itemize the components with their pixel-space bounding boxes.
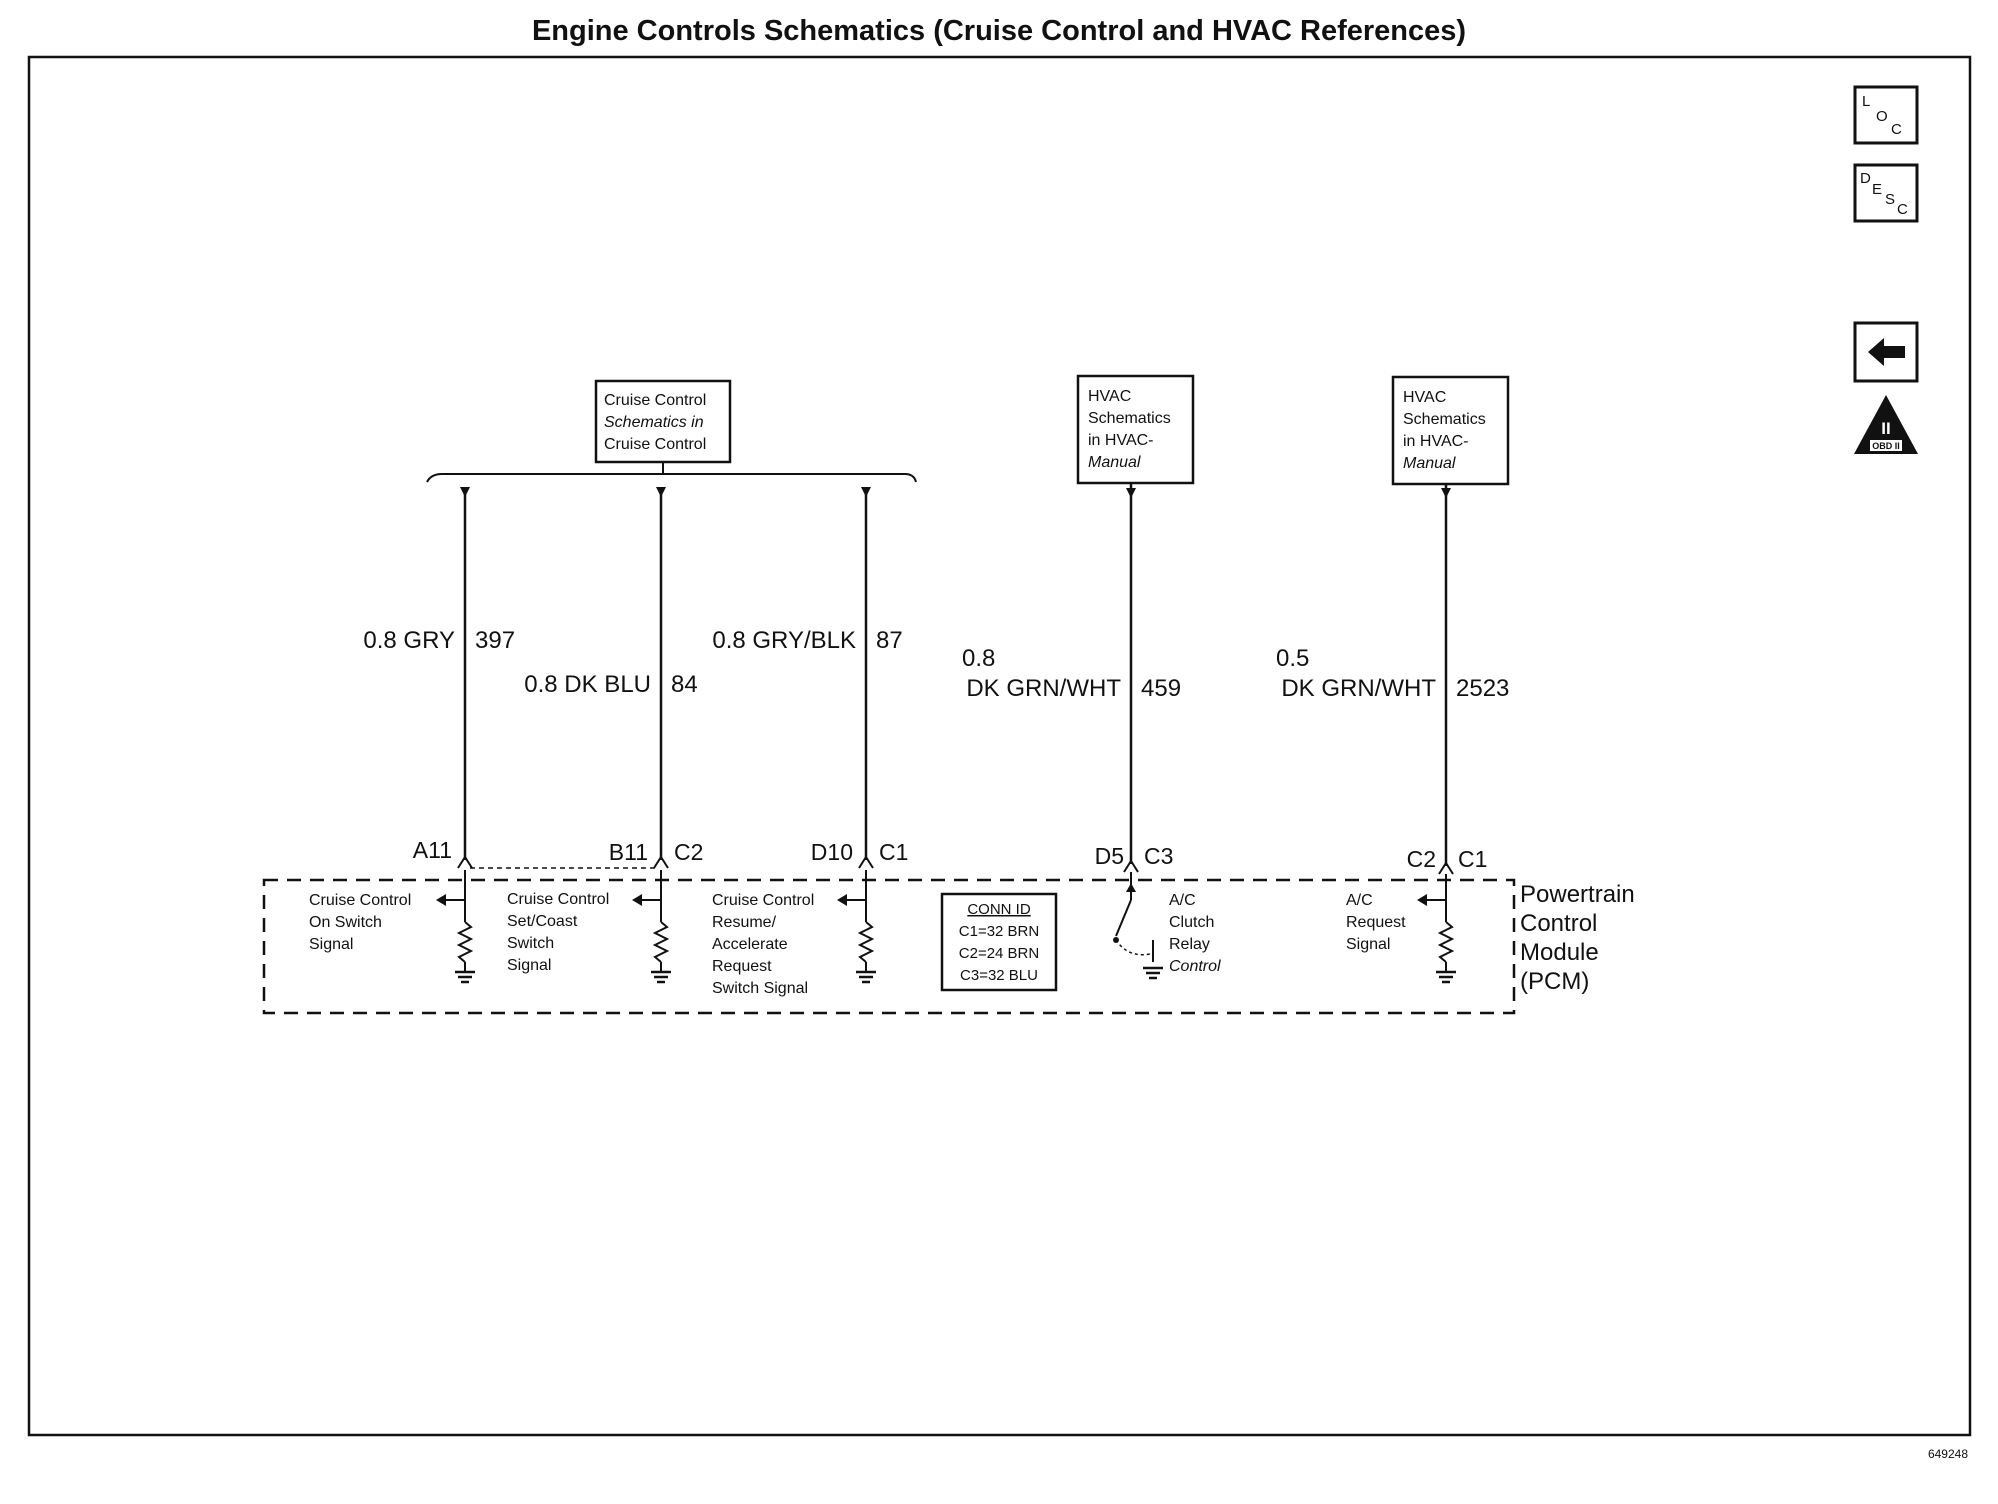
circuit-ac-request: A/C Request Signal <box>1346 874 1458 984</box>
svg-text:Cruise Control: Cruise Control <box>309 892 411 909</box>
svg-text:in HVAC-: in HVAC- <box>1403 433 1469 450</box>
svg-text:D10: D10 <box>811 839 853 865</box>
circuit-ac-clutch-relay: A/C Clutch Relay Control <box>1113 872 1221 980</box>
pcm-boundary <box>262 878 1516 1015</box>
svg-text:Schematics: Schematics <box>1088 410 1171 427</box>
svg-text:Signal: Signal <box>507 957 551 974</box>
svg-text:Cruise Control: Cruise Control <box>604 392 706 409</box>
svg-text:S: S <box>1885 191 1895 208</box>
svg-text:Signal: Signal <box>1346 936 1390 953</box>
svg-text:II: II <box>1881 419 1890 438</box>
cruise-control-reference-box: Cruise Control Schematics in Cruise Cont… <box>594 379 732 464</box>
conn-id-table: CONN ID C1=32 BRN C2=24 BRN C3=32 BLU <box>940 892 1058 992</box>
page-title: Engine Controls Schematics (Cruise Contr… <box>532 15 1466 47</box>
circuit-cruise-on-switch: Cruise Control On Switch Signal <box>309 870 477 984</box>
svg-text:(PCM): (PCM) <box>1520 968 1589 995</box>
svg-text:C1: C1 <box>1458 846 1487 872</box>
svg-text:Cruise Control: Cruise Control <box>507 891 609 908</box>
svg-text:Switch Signal: Switch Signal <box>712 980 808 997</box>
svg-text:C2: C2 <box>1407 846 1436 872</box>
obd-ii-icon[interactable]: II OBD II <box>1854 395 1918 454</box>
svg-text:Signal: Signal <box>309 936 353 953</box>
svg-text:Switch: Switch <box>507 935 554 952</box>
figure-id: 649248 <box>1928 1447 1968 1461</box>
hvac-reference-box-1: HVAC Schematics in HVAC- Manual <box>1076 374 1195 485</box>
svg-text:Cruise Control: Cruise Control <box>604 436 706 453</box>
svg-text:Set/Coast: Set/Coast <box>507 913 578 930</box>
svg-text:DK GRN/WHT: DK GRN/WHT <box>1281 675 1436 702</box>
svg-text:C1=32 BRN: C1=32 BRN <box>959 923 1039 940</box>
svg-text:Control: Control <box>1520 910 1597 937</box>
svg-text:L: L <box>1862 93 1870 110</box>
wire-459: 0.8 DK GRN/WHT 459 D5 C3 <box>962 483 1181 873</box>
svg-text:A/C: A/C <box>1169 892 1196 909</box>
svg-text:2523: 2523 <box>1456 675 1509 702</box>
wire-87: 0.8 GRY/BLK 87 D10 C1 <box>712 487 908 869</box>
back-arrow-icon[interactable] <box>1853 321 1919 383</box>
svg-text:C: C <box>1897 201 1908 218</box>
circuit-resume-accelerate: Cruise Control Resume/ Accelerate Reques… <box>712 870 878 997</box>
wire-397: 0.8 GRY 397 A11 <box>363 487 515 869</box>
svg-text:DK GRN/WHT: DK GRN/WHT <box>966 675 1121 702</box>
svg-text:0.8 DK BLU: 0.8 DK BLU <box>524 671 651 698</box>
svg-text:A/C: A/C <box>1346 892 1373 909</box>
svg-text:HVAC: HVAC <box>1088 388 1131 405</box>
svg-text:C: C <box>1891 121 1902 138</box>
svg-text:Schematics in: Schematics in <box>604 414 704 431</box>
wire-84: 0.8 DK BLU 84 B11 C2 <box>524 487 703 869</box>
svg-text:Schematics: Schematics <box>1403 411 1486 428</box>
svg-text:Control: Control <box>1169 958 1221 975</box>
svg-text:0.8: 0.8 <box>962 645 995 672</box>
svg-text:Request: Request <box>712 958 772 975</box>
svg-text:O: O <box>1876 108 1888 125</box>
desc-icon[interactable]: D E S C <box>1853 163 1919 223</box>
svg-text:Manual: Manual <box>1403 455 1456 472</box>
svg-text:Request: Request <box>1346 914 1406 931</box>
svg-text:On Switch: On Switch <box>309 914 382 931</box>
svg-text:Clutch: Clutch <box>1169 914 1214 931</box>
svg-text:Cruise Control: Cruise Control <box>712 892 814 909</box>
svg-text:459: 459 <box>1141 675 1181 702</box>
wire-2523: 0.5 DK GRN/WHT 2523 C2 C1 <box>1276 484 1509 875</box>
diagram-frame <box>27 55 1972 1437</box>
svg-text:Module: Module <box>1520 939 1599 966</box>
svg-text:Accelerate: Accelerate <box>712 936 788 953</box>
svg-text:C1: C1 <box>879 839 908 865</box>
svg-text:D: D <box>1860 170 1871 187</box>
svg-text:0.5: 0.5 <box>1276 645 1309 672</box>
svg-text:C2=24 BRN: C2=24 BRN <box>959 945 1039 962</box>
svg-text:397: 397 <box>475 627 515 654</box>
loc-icon[interactable]: L O C <box>1853 85 1919 145</box>
svg-text:OBD II: OBD II <box>1872 441 1900 451</box>
svg-text:D5: D5 <box>1095 843 1124 869</box>
svg-text:C3: C3 <box>1144 843 1173 869</box>
svg-text:HVAC: HVAC <box>1403 389 1446 406</box>
pcm-label: Powertrain Control Module (PCM) <box>1520 881 1635 995</box>
hvac-reference-box-2: HVAC Schematics in HVAC- Manual <box>1391 375 1510 486</box>
svg-text:0.8 GRY/BLK: 0.8 GRY/BLK <box>712 627 856 654</box>
cruise-wire-brace <box>426 473 917 483</box>
svg-text:Relay: Relay <box>1169 936 1210 953</box>
svg-text:CONN ID: CONN ID <box>967 901 1031 918</box>
svg-text:87: 87 <box>876 627 903 654</box>
svg-text:B11: B11 <box>609 839 648 865</box>
circuit-set-coast-switch: Cruise Control Set/Coast Switch Signal <box>507 870 673 984</box>
svg-text:Powertrain: Powertrain <box>1520 881 1635 908</box>
svg-text:C3=32 BLU: C3=32 BLU <box>960 967 1038 984</box>
svg-text:84: 84 <box>671 671 698 698</box>
svg-text:C2: C2 <box>674 839 703 865</box>
svg-text:E: E <box>1872 181 1882 198</box>
svg-text:Manual: Manual <box>1088 454 1141 471</box>
svg-text:0.8 GRY: 0.8 GRY <box>363 627 455 654</box>
svg-text:A11: A11 <box>413 837 452 863</box>
svg-text:in HVAC-: in HVAC- <box>1088 432 1154 449</box>
svg-text:Resume/: Resume/ <box>712 914 777 931</box>
